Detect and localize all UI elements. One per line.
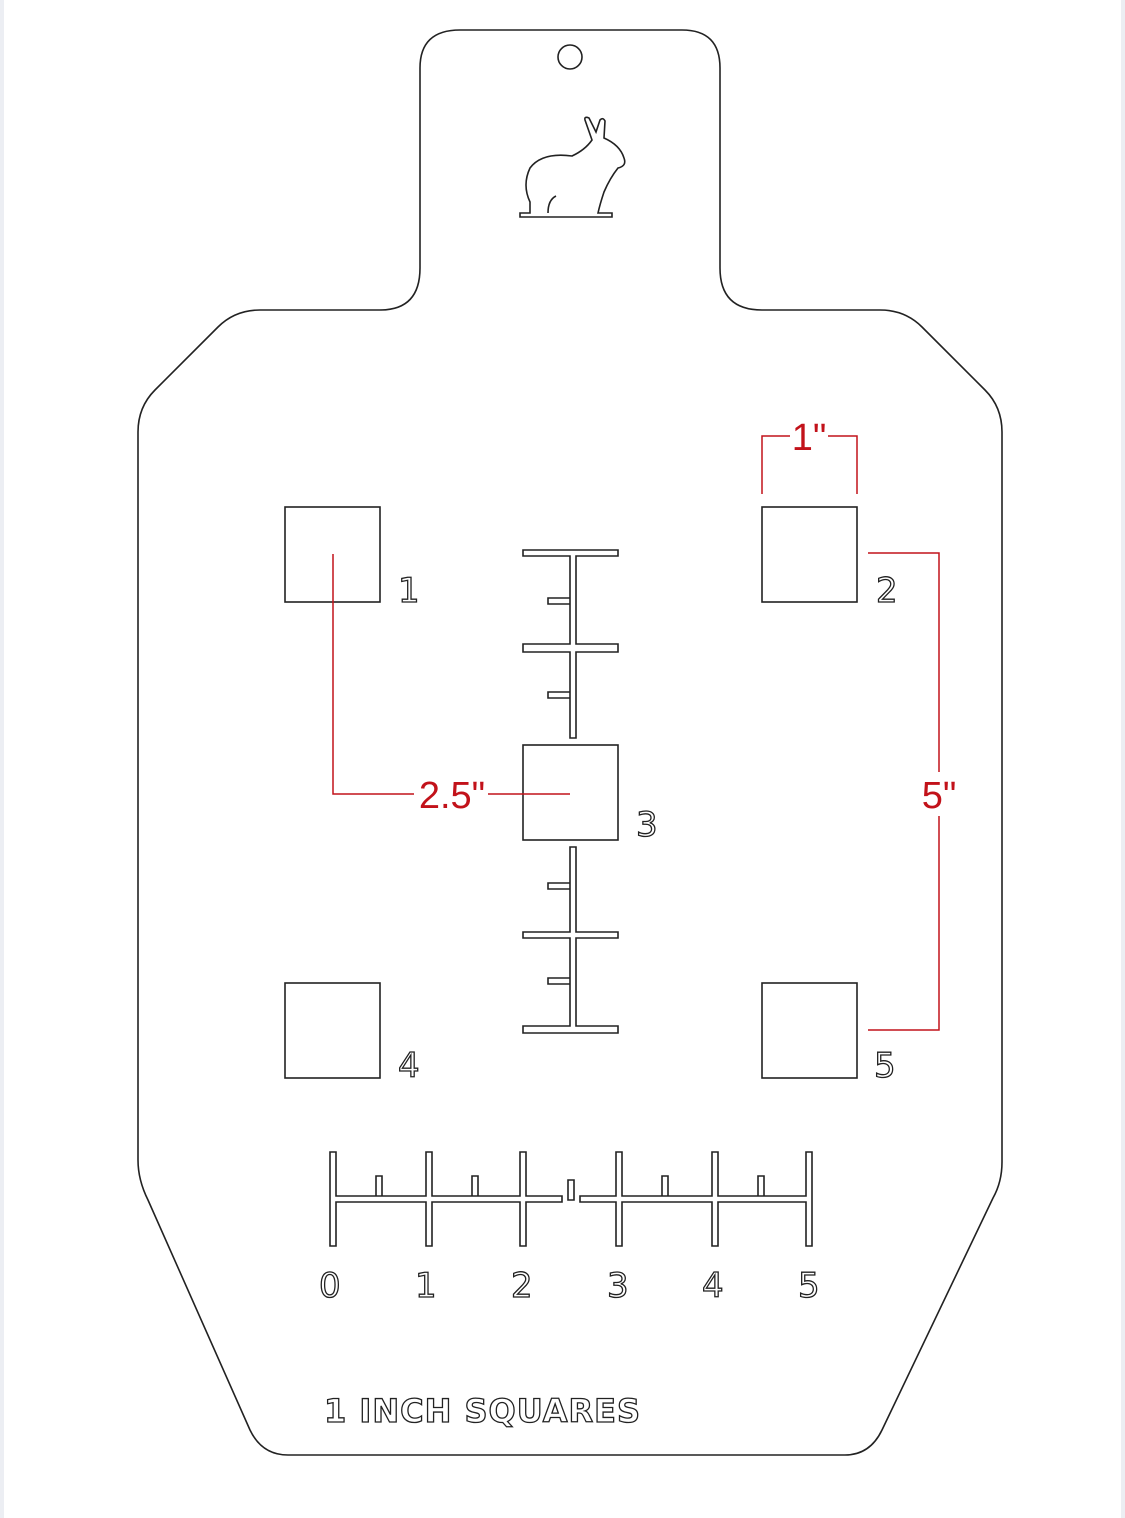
upper-vertical-scale [522, 549, 619, 739]
ruler-label-5: 5 [798, 1266, 820, 1306]
left-border [0, 0, 4, 1518]
square-3 [522, 744, 619, 841]
square-label-2: 2 [876, 571, 898, 611]
right-border [1121, 0, 1125, 1518]
vertical-spacing-dimension: 5" [868, 552, 957, 1031]
square-5 [761, 982, 858, 1079]
square-label-4: 4 [398, 1046, 420, 1086]
hanging-hole [557, 44, 583, 70]
horizontal-ruler [329, 1151, 813, 1247]
ruler-label-3: 3 [607, 1266, 629, 1306]
target-silhouette [137, 29, 1003, 1456]
offset-dimension-label: 2.5" [419, 775, 485, 817]
ruler-label-1: 1 [415, 1266, 437, 1306]
ruler-label-4: 4 [702, 1266, 724, 1306]
offset-dimension: 2.5" [332, 554, 570, 817]
footer-caption: 1 INCH SQUARES [324, 1392, 641, 1430]
square-4 [284, 982, 381, 1079]
square-label-5: 5 [874, 1046, 896, 1086]
square-2 [761, 506, 858, 603]
square-label-1: 1 [398, 571, 420, 611]
rabbit-icon [519, 116, 626, 218]
ruler-label-0: 0 [319, 1266, 341, 1306]
width-dimension-label: 1" [792, 417, 827, 459]
lower-vertical-scale [522, 846, 619, 1034]
ruler-label-2: 2 [511, 1266, 533, 1306]
square-label-3: 3 [636, 805, 658, 845]
width-dimension: 1" [761, 417, 858, 494]
vertical-spacing-dimension-label: 5" [922, 775, 957, 817]
